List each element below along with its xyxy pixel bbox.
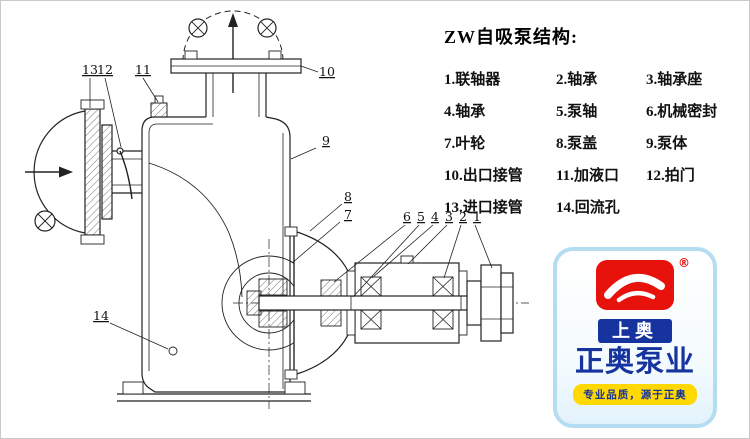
legend-item: 7.叶轮 <box>444 132 556 153</box>
legend-item-number: 10. <box>444 168 463 184</box>
brand-emblem-wrap: ® <box>595 256 690 316</box>
callout-7: 7 <box>344 207 352 222</box>
legend-item-number: 14. <box>556 200 575 216</box>
legend-item-number: 8. <box>556 136 568 152</box>
legend-item-number: 4. <box>444 104 456 120</box>
base <box>117 381 311 402</box>
legend-item-label: 拍门 <box>664 168 695 184</box>
legend-item-label: 泵盖 <box>567 136 598 152</box>
legend-item-label: 泵轴 <box>567 104 598 120</box>
filler-plug <box>150 102 168 118</box>
legend-item: 4.轴承 <box>444 100 556 121</box>
top-section-marks <box>182 10 284 93</box>
legend-item-number: 3. <box>646 72 658 88</box>
registered-trademark: ® <box>678 256 690 270</box>
legend-item: 1.联轴器 <box>444 68 556 89</box>
legend-item-number: 7. <box>444 136 456 152</box>
coupling <box>466 264 514 342</box>
pump-body <box>141 95 291 393</box>
callout-3: 3 <box>445 209 453 224</box>
return-hole <box>168 346 178 356</box>
legend-item-number: 2. <box>556 72 568 88</box>
legend-item-number: 12. <box>646 168 665 184</box>
brand-tagline: 专业品质，源于正奥 <box>573 384 697 405</box>
legend-item-label: 机械密封 <box>657 104 718 120</box>
inlet-assembly <box>25 99 142 245</box>
legend-item-label: 回流孔 <box>574 200 620 216</box>
legend-item-label: 联轴器 <box>455 72 501 88</box>
legend-item-label: 泵体 <box>657 136 688 152</box>
brand-name-badge: 上奥 <box>598 319 672 343</box>
callout-1: 1 <box>473 209 481 224</box>
pump-shaft <box>258 295 482 311</box>
bearing-left <box>360 276 382 330</box>
callout-leaders <box>89 65 493 350</box>
legend-item: 5.泵轴 <box>556 100 646 121</box>
legend-item: 14.回流孔 <box>556 196 646 217</box>
callout-5: 5 <box>417 209 425 224</box>
pump-technical-drawing: 13 12 11 10 9 8 7 6 5 4 3 2 1 14 <box>25 10 529 409</box>
legend-item: 9.泵体 <box>646 132 748 153</box>
brand-emblem-icon <box>596 260 674 310</box>
callout-13: 13 <box>82 62 98 77</box>
bearing-right <box>432 276 454 330</box>
legend-item: 8.泵盖 <box>556 132 646 153</box>
callout-2: 2 <box>459 209 467 224</box>
legend-item-number: 11. <box>556 168 574 184</box>
legend-item: 13.进口接管 <box>444 196 556 217</box>
callout-numbers: 13 12 11 10 9 8 7 6 5 4 3 2 1 14 <box>82 62 481 323</box>
callout-14: 14 <box>93 308 109 323</box>
flap-valve <box>119 150 133 200</box>
legend-item: 6.机械密封 <box>646 100 748 121</box>
legend-item-number: 13. <box>444 200 463 216</box>
legend-item: 3.轴承座 <box>646 68 748 89</box>
outlet-assembly <box>170 50 302 121</box>
callout-9: 9 <box>322 133 330 148</box>
legend-item: 10.出口接管 <box>444 164 556 185</box>
legend-item-label: 叶轮 <box>455 136 486 152</box>
legend-item-number: 9. <box>646 136 658 152</box>
legend-item-label: 轴承 <box>567 72 598 88</box>
drawing-lines <box>25 10 529 409</box>
legend-title: ZW自吸泵结构: <box>444 27 578 47</box>
callout-4: 4 <box>431 209 439 224</box>
brand-card: ® 上奥 正奥泵业 专业品质，源于正奥 <box>553 247 717 428</box>
callout-6: 6 <box>403 209 411 224</box>
legend-item-number: 6. <box>646 104 658 120</box>
callout-11: 11 <box>135 62 151 77</box>
legend-item-label: 轴承座 <box>657 72 703 88</box>
brand-name-main: 正奥泵业 <box>574 346 695 378</box>
mechanical-seal <box>320 279 342 327</box>
legend-grid: 1.联轴器 2.轴承 3.轴承座 4.轴承 5.泵轴 6.机械密封 7.叶轮 8… <box>444 68 748 217</box>
legend-item: 12.拍门 <box>646 164 748 185</box>
callout-8: 8 <box>344 189 352 204</box>
callout-10: 10 <box>319 64 335 79</box>
legend-item: 11.加液口 <box>556 164 646 185</box>
legend-item-label: 出口接管 <box>462 168 523 184</box>
legend-item-label: 加液口 <box>573 168 619 184</box>
impeller <box>246 278 288 328</box>
legend-item-number: 1. <box>444 72 456 88</box>
callout-12: 12 <box>97 62 113 77</box>
legend-item-label: 轴承 <box>455 104 486 120</box>
legend-item: 2.轴承 <box>556 68 646 89</box>
parts-legend: ZW自吸泵结构: 1.联轴器 2.轴承 3.轴承座 4.轴承 5.泵轴 6.机械… <box>444 23 748 217</box>
legend-item-number: 5. <box>556 104 568 120</box>
legend-item-label: 进口接管 <box>462 200 523 216</box>
